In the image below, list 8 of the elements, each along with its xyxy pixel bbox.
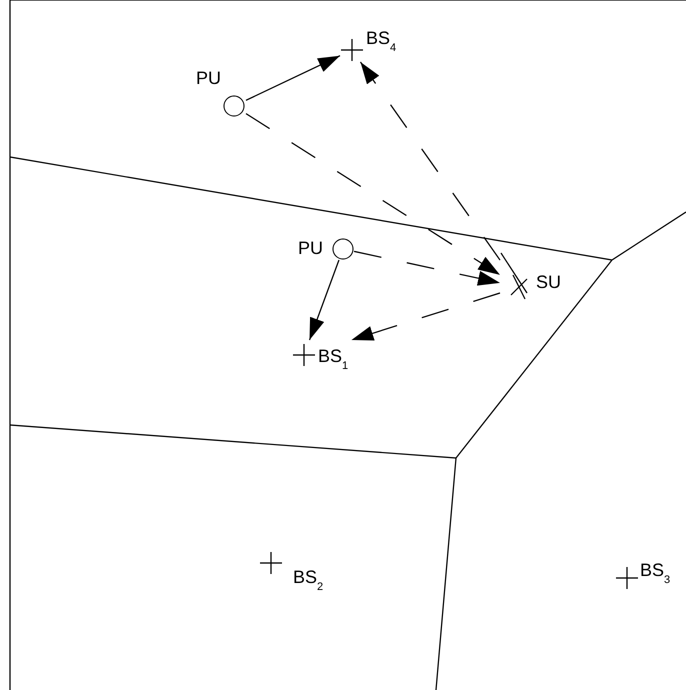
- arrow: [351, 292, 500, 341]
- arrow: [360, 62, 500, 260]
- arrow: [246, 55, 340, 101]
- arrow: [308, 260, 340, 340]
- node-label: PU: [298, 238, 324, 258]
- arrow: [354, 250, 500, 286]
- node-label: SU: [536, 272, 562, 292]
- node-label: PU: [196, 68, 222, 88]
